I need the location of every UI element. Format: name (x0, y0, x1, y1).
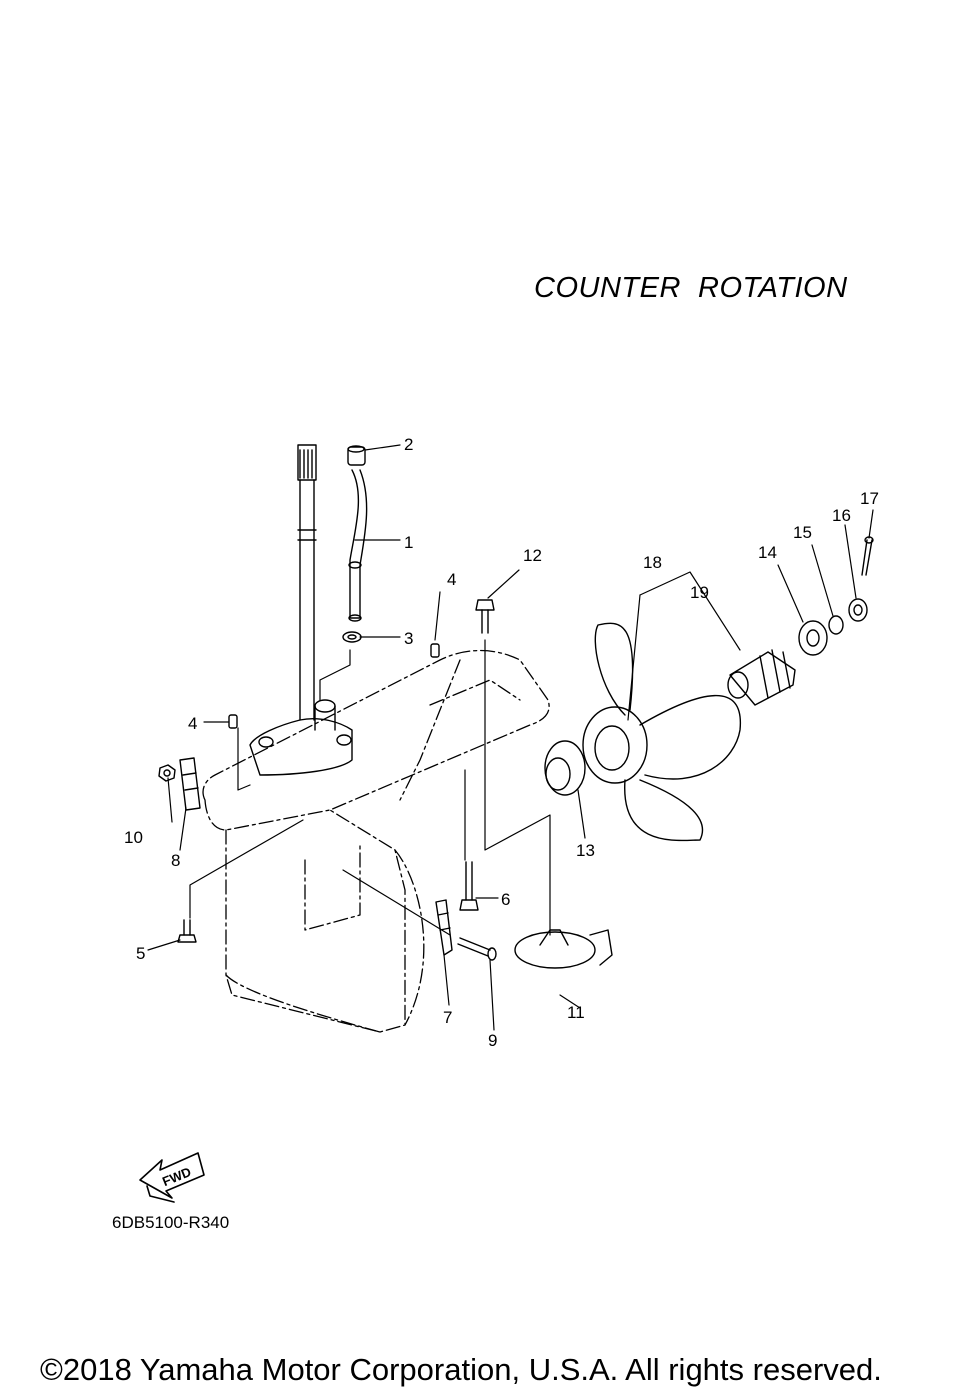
nut-10 (158, 764, 176, 782)
callout-16: 16 (832, 506, 851, 525)
copyright-notice: ©2018 Yamaha Motor Corporation, U.S.A. A… (40, 1352, 882, 1387)
drive-shaft (297, 444, 317, 721)
callout-4a: 4 (447, 570, 456, 589)
callout-14: 14 (758, 543, 777, 562)
screw-9 (457, 937, 497, 961)
propeller-hub (727, 649, 796, 706)
leader-lines (147, 444, 874, 1031)
callout-1: 1 (404, 533, 413, 552)
dowel-pin (228, 643, 440, 729)
anode-8 (179, 757, 201, 811)
callout-19: 19 (690, 583, 709, 602)
callout-13: 13 (576, 841, 595, 860)
propeller (582, 622, 741, 842)
washer-14 (798, 620, 828, 656)
diagram-code: 6DB5100-R340 (112, 1213, 230, 1232)
callout-11: 11 (567, 1003, 585, 1022)
callout-15: 15 (793, 523, 812, 542)
washer-15 (828, 615, 844, 635)
callout-10: 10 (124, 828, 143, 847)
callout-6: 6 (501, 890, 510, 909)
propeller-nut (848, 598, 868, 622)
bolt-5 (177, 919, 197, 943)
water-tube (348, 469, 368, 622)
callout-7: 7 (443, 1008, 452, 1027)
callout-numbers: 1 2 3 4 4 5 6 7 8 9 10 11 12 13 14 15 16… (124, 435, 879, 1050)
callout-5: 5 (136, 944, 145, 963)
o-ring-washer (342, 631, 362, 643)
callout-3: 3 (404, 629, 413, 648)
trim-tab (514, 929, 613, 969)
bolt-12 (475, 599, 495, 634)
water-pump-housing (249, 699, 353, 776)
thrust-spacer (544, 740, 586, 796)
callout-8: 8 (171, 851, 180, 870)
diagram-title: COUNTER ROTATION (534, 272, 848, 304)
callout-12: 12 (523, 546, 542, 565)
callout-2: 2 (404, 435, 413, 454)
grommet (347, 445, 366, 466)
callout-18: 18 (643, 553, 662, 572)
fwd-arrow-icon: FWD (139, 1152, 205, 1203)
gearcase-housing (202, 649, 550, 1033)
bolt-6 (459, 861, 479, 911)
callout-17: 17 (860, 489, 879, 508)
callout-4b: 4 (188, 714, 197, 733)
cotter-pin (861, 536, 874, 576)
callout-9: 9 (488, 1031, 497, 1050)
